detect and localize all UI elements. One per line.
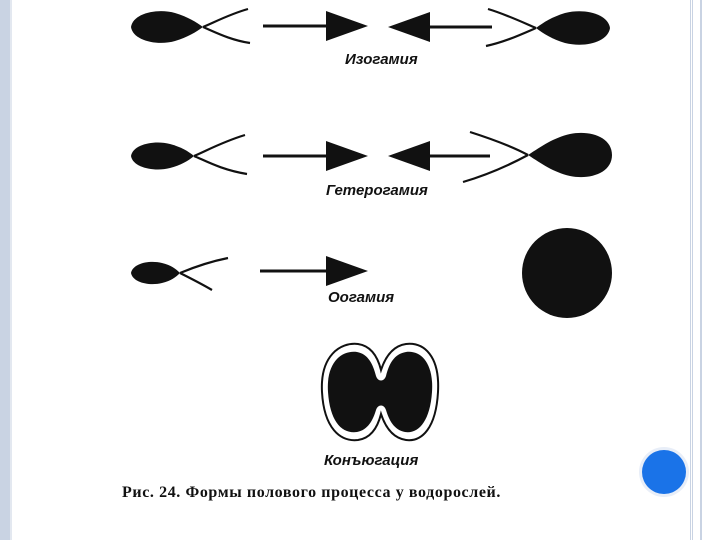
conjugation-row: Конъюгация xyxy=(322,344,438,469)
oogamy-sperm xyxy=(131,258,228,290)
isogamy-label: Изогамия xyxy=(345,51,418,68)
heterogamy-label: Гетерогамия xyxy=(326,182,428,199)
slide-nav-button[interactable] xyxy=(642,450,686,494)
conjugation-cells xyxy=(322,344,438,440)
oogamy-label: Оогамия xyxy=(328,289,394,306)
isogamy-right-gamete xyxy=(486,9,610,46)
heterogamy-small-gamete xyxy=(131,135,247,174)
oogamy-egg xyxy=(522,228,612,318)
heterogamy-row: Гетерогамия xyxy=(131,132,612,199)
conjugation-label: Конъюгация xyxy=(324,452,418,469)
isogamy-left-gamete xyxy=(131,9,250,43)
isogamy-row: Изогамия xyxy=(131,9,610,68)
oogamy-row: Оогамия xyxy=(131,228,612,318)
figure-caption: Рис. 24. Формы полового процесса у водор… xyxy=(122,484,501,502)
